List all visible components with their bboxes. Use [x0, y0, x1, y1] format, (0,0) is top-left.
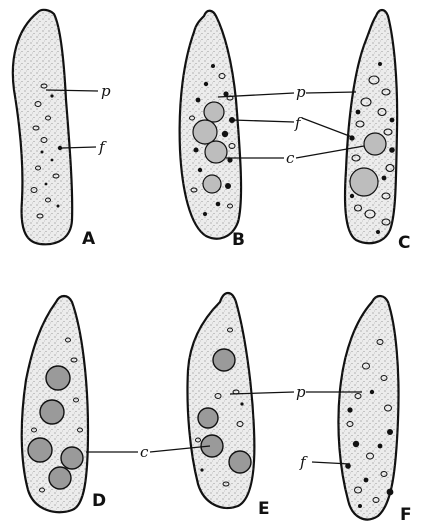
panel-label-c: C — [398, 233, 410, 253]
label-a-f: f — [98, 138, 107, 156]
cell-b: B — [180, 11, 245, 250]
label-ef-p: p — [296, 383, 306, 401]
cell-a: p f A — [13, 10, 111, 249]
panel-label-d: D — [92, 491, 106, 511]
cell-c: C — [345, 10, 410, 253]
panel-label-a: A — [82, 229, 96, 249]
label-f-f: f — [299, 453, 308, 471]
label-bc-c: c — [286, 149, 295, 167]
panel-label-b: B — [232, 230, 245, 250]
cell-e: E — [187, 293, 269, 519]
panel-label-f: F — [400, 505, 412, 525]
panel-label-e: E — [258, 499, 270, 519]
label-a-p: p — [101, 82, 111, 100]
label-bc-f: f — [294, 114, 303, 132]
cell-d: D — [22, 296, 106, 512]
label-de-c: c — [140, 443, 149, 461]
label-bc-p: p — [296, 83, 306, 101]
cell-f: F — [338, 296, 411, 525]
